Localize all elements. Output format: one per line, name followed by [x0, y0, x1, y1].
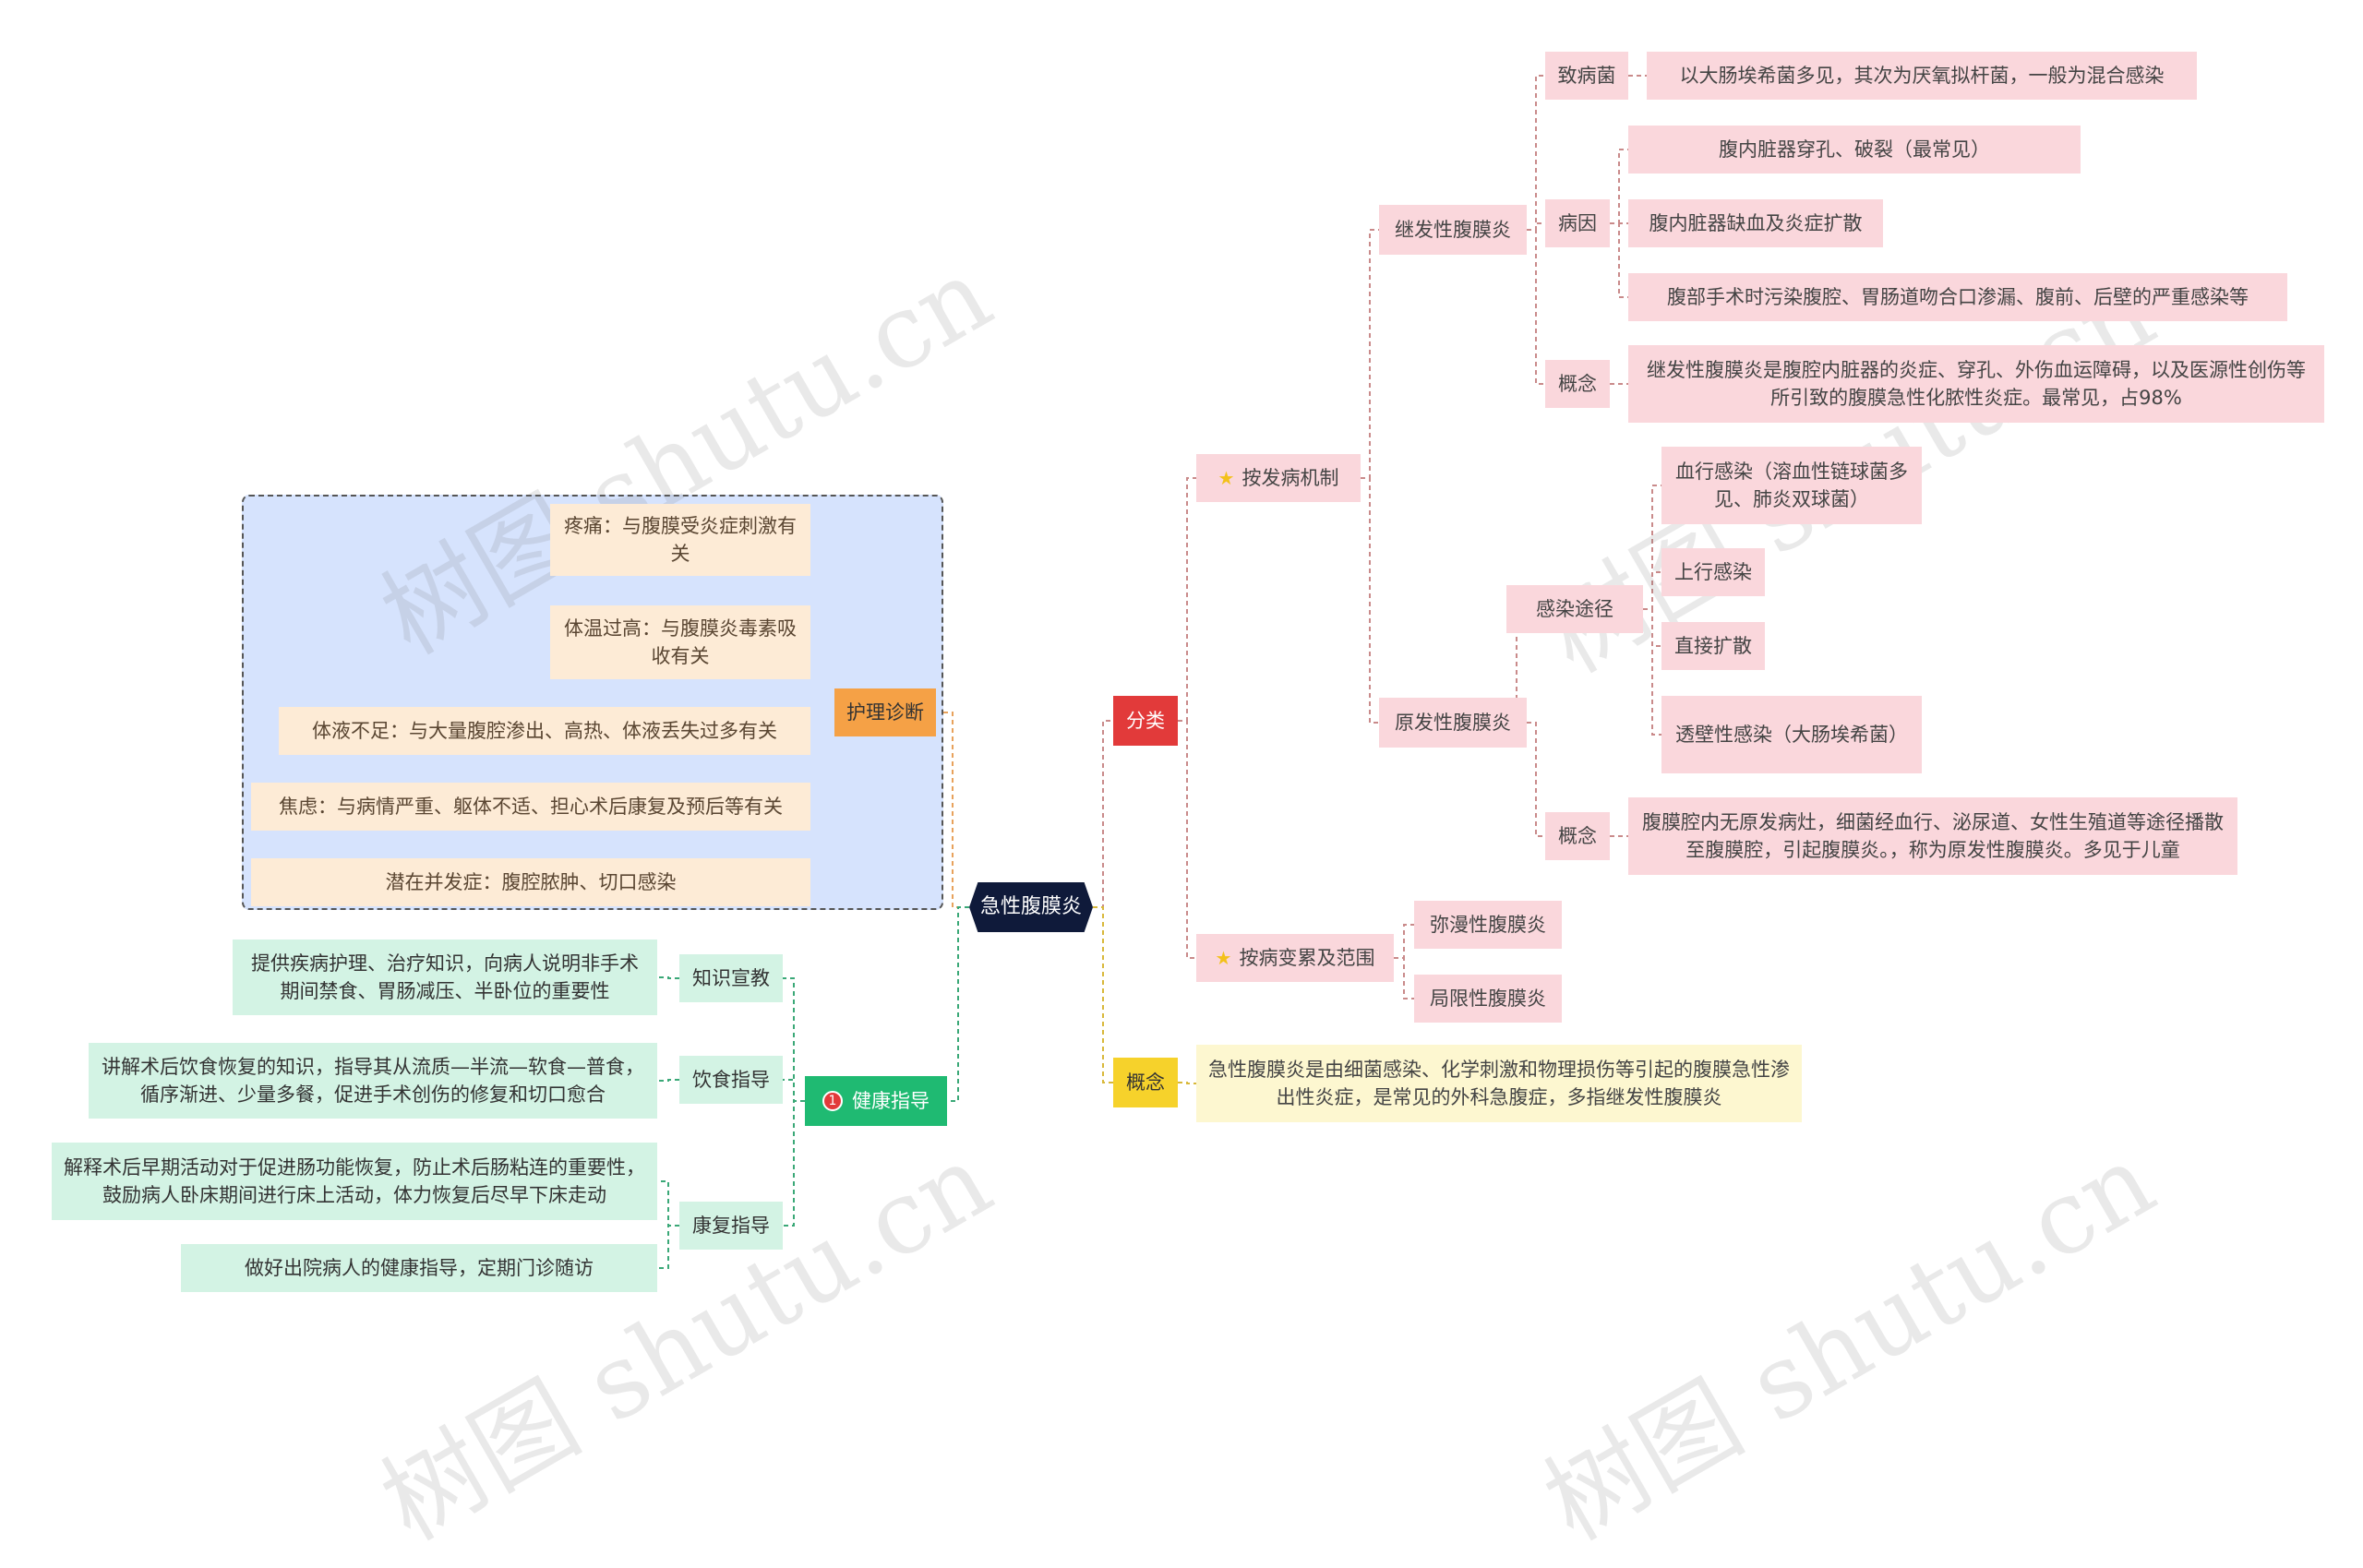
knowledge-education-node[interactable]: 知识宣教 [679, 954, 783, 1002]
connector-line [783, 1079, 805, 1102]
rehab-guidance-item-followup[interactable]: 做好出院病人的健康指导，定期门诊随访 [181, 1244, 657, 1292]
primary-peritonitis-node[interactable]: 原发性腹膜炎 [1379, 698, 1527, 748]
health-guidance-label: 健康指导 [852, 1090, 930, 1112]
star-icon: ★ [1215, 947, 1232, 969]
nursing-item-anxiety[interactable]: 焦虑：与病情严重、躯体不适、担心术后康复及预后等有关 [251, 783, 810, 831]
route-item-transmural[interactable]: 透壁性感染（大肠埃希菌） [1661, 696, 1922, 773]
connector-line [1178, 720, 1196, 959]
secondary-concept-node[interactable]: 概念 [1545, 360, 1610, 408]
priority-badge-icon: 1 [822, 1091, 843, 1111]
cause-item-perforation[interactable]: 腹内脏器穿孔、破裂（最常见） [1628, 126, 2081, 174]
infection-route-node[interactable]: 感染途径 [1506, 585, 1643, 633]
range-item-diffuse[interactable]: 弥漫性腹膜炎 [1414, 901, 1562, 949]
secondary-concept-text[interactable]: 继发性腹膜炎是腹腔内脏器的炎症、穿孔、外伤血运障碍，以及医源性创伤等所引致的腹膜… [1628, 345, 2324, 423]
nursing-item-complication[interactable]: 潜在并发症：腹腔脓肿、切口感染 [251, 858, 810, 906]
diet-guidance-item[interactable]: 讲解术后饮食恢复的知识，指导其从流质—半流—软食—普食，循序渐进、少量多餐，促进… [89, 1043, 657, 1119]
mechanism-label: 按发病机制 [1241, 467, 1339, 489]
connector-line [657, 1225, 679, 1269]
primary-concept-text[interactable]: 腹膜腔内无原发病灶，细菌经血行、泌尿道、女性生殖道等途径播散至腹膜腔，引起腹膜炎… [1628, 797, 2237, 875]
diet-guidance-node[interactable]: 饮食指导 [679, 1056, 783, 1104]
connector-line [1361, 229, 1379, 479]
cause-item-ischemia[interactable]: 腹内脏器缺血及炎症扩散 [1628, 199, 1883, 247]
health-guidance-node[interactable]: 1 健康指导 [805, 1076, 947, 1126]
connector-line [1610, 222, 1628, 298]
connector-line [1643, 608, 1661, 736]
primary-concept-node[interactable]: 概念 [1545, 812, 1610, 860]
route-item-direct[interactable]: 直接扩散 [1661, 622, 1765, 670]
classification-node[interactable]: 分类 [1113, 696, 1178, 746]
concept-node[interactable]: 概念 [1113, 1058, 1178, 1107]
connector-line [657, 1180, 679, 1227]
rehab-guidance-node[interactable]: 康复指导 [679, 1202, 783, 1250]
route-item-ascending[interactable]: 上行感染 [1661, 548, 1765, 596]
pathogen-node[interactable]: 致病菌 [1545, 52, 1628, 100]
mechanism-node[interactable]: ★ 按发病机制 [1196, 454, 1361, 502]
range-label: 按病变累及范围 [1239, 947, 1375, 969]
range-item-localized[interactable]: 局限性腹膜炎 [1414, 975, 1562, 1023]
cause-item-surgery[interactable]: 腹部手术时污染腹腔、胃肠道吻合口渗漏、腹前、后壁的严重感染等 [1628, 273, 2287, 321]
connector-line [1643, 571, 1661, 610]
connector-line [657, 976, 679, 979]
rehab-guidance-item-activity[interactable]: 解释术后早期活动对于促进肠功能恢复，防止术后肠粘连的重要性，鼓励病人卧床期间进行… [52, 1143, 657, 1220]
connector-line [1178, 477, 1196, 722]
nursing-item-pain[interactable]: 疼痛：与腹膜受炎症刺激有关 [550, 504, 810, 576]
connector-line [1527, 229, 1545, 385]
connector-line [1610, 149, 1628, 224]
nursing-item-fever[interactable]: 体温过高：与腹膜炎毒素吸收有关 [550, 605, 810, 679]
nursing-diagnosis-node[interactable]: 护理诊断 [834, 688, 936, 736]
star-icon: ★ [1217, 467, 1235, 489]
pathogen-text[interactable]: 以大肠埃希菌多见，其次为厌氧拟杆菌，一般为混合感染 [1647, 52, 2197, 100]
connector-line [1361, 477, 1379, 724]
knowledge-education-item[interactable]: 提供疾病护理、治疗知识，向病人说明非手术期间禁食、胃肠减压、半卧位的重要性 [233, 940, 657, 1015]
connector-line [1394, 957, 1414, 999]
root-node[interactable]: 急性腹膜炎 [969, 882, 1093, 932]
connector-line [947, 906, 969, 1102]
connector-line [1527, 222, 1545, 231]
secondary-peritonitis-node[interactable]: 继发性腹膜炎 [1379, 205, 1527, 255]
concept-text[interactable]: 急性腹膜炎是由细菌感染、化学刺激和物理损伤等引起的腹膜急性渗出性炎症，是常见的外… [1196, 1045, 1802, 1122]
route-item-blood[interactable]: 血行感染（溶血性链球菌多见、肺炎双球菌） [1661, 447, 1922, 524]
nursing-item-fluid[interactable]: 体液不足：与大量腹腔渗出、高热、体液丢失过多有关 [279, 707, 810, 755]
connector-line [1527, 722, 1545, 837]
connector-line [1394, 924, 1414, 959]
connector-line [1093, 906, 1113, 1083]
connector-line [783, 1100, 805, 1227]
connector-line [657, 1079, 679, 1082]
connector-line [1527, 75, 1545, 231]
range-node[interactable]: ★ 按病变累及范围 [1196, 934, 1394, 982]
connector-line [1093, 720, 1113, 908]
cause-node[interactable]: 病因 [1545, 199, 1610, 247]
mind-map: 树图 shutu.cn 树图 shutu.cn 树图 shutu.cn 树图 s… [52, 52, 2324, 1562]
